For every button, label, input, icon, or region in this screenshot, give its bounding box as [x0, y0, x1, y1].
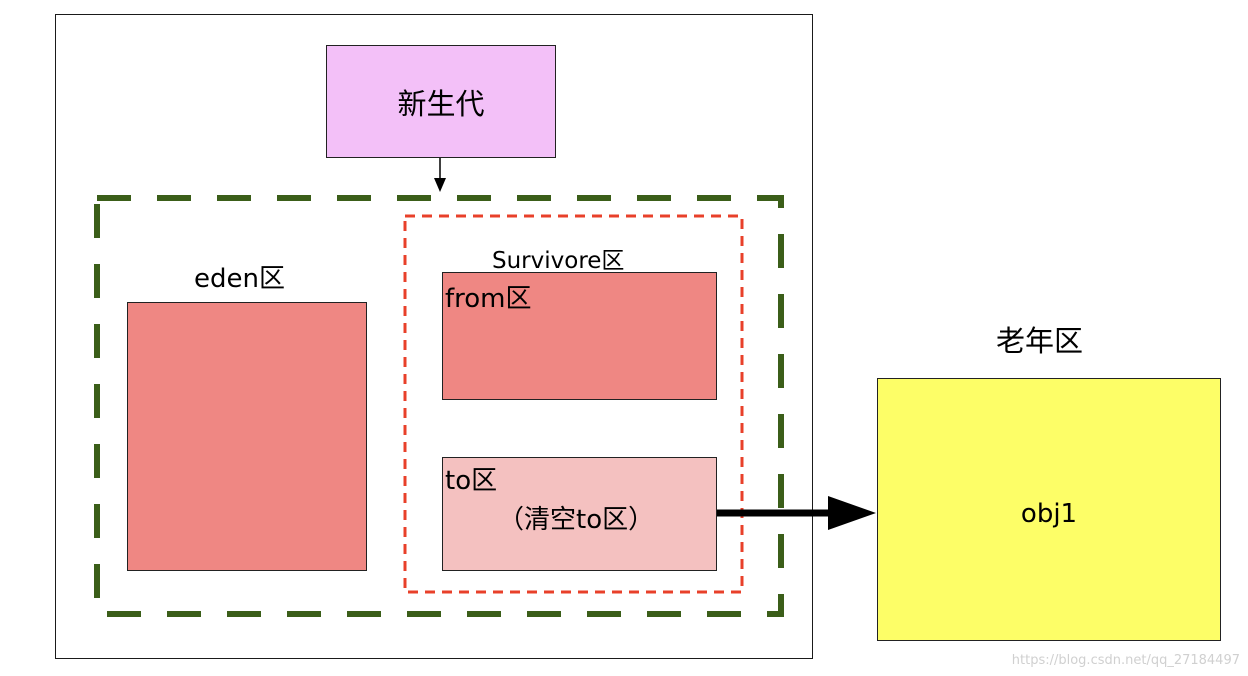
- young-gen-label: 新生代: [397, 86, 485, 121]
- old-gen-label: 老年区: [996, 324, 1084, 358]
- to-label: to区: [445, 466, 498, 496]
- watermark: https://blog.csdn.net/qq_27184497: [1011, 653, 1240, 668]
- old-gen-box: obj1: [877, 378, 1221, 641]
- eden-box: [127, 302, 367, 571]
- young-gen-box: 新生代: [326, 45, 556, 158]
- to-note: （清空to区）: [498, 505, 655, 535]
- promotion-arrow-head: [828, 496, 876, 530]
- heap-frame: [55, 14, 813, 659]
- obj1-label: obj1: [1020, 498, 1078, 529]
- from-label: from区: [445, 284, 532, 314]
- eden-label: eden区: [194, 264, 285, 294]
- to-box: [442, 457, 717, 571]
- from-box: [442, 272, 717, 400]
- survivor-label: Survivore区: [492, 248, 625, 274]
